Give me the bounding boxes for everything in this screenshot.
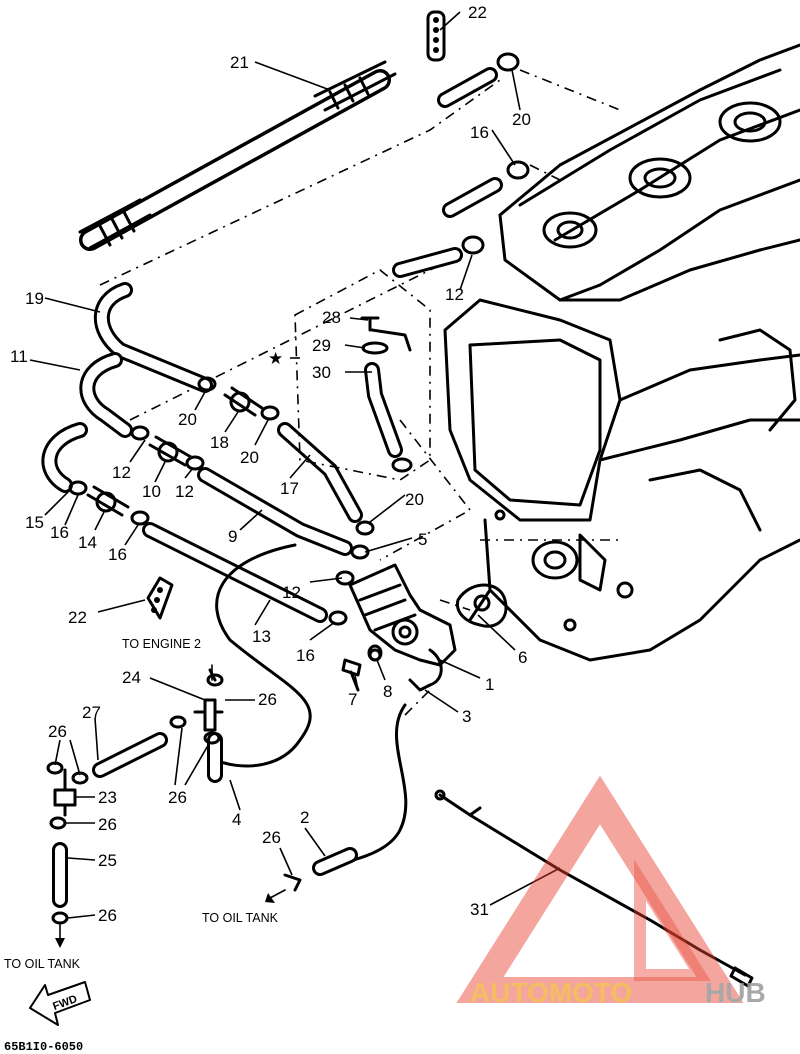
hose-15 <box>41 422 88 493</box>
part-label-26-c: 26 <box>98 815 117 834</box>
figure-code: 65B1I0-6050 <box>4 1040 83 1054</box>
pipe-27 <box>92 732 168 778</box>
connection-lines <box>99 69 621 716</box>
flow-arrows <box>55 664 286 948</box>
part-label-12-b: 12 <box>175 482 194 501</box>
part-label-8: 8 <box>383 682 392 701</box>
part-label-25: 25 <box>98 851 117 870</box>
part-label-28: 28 <box>322 308 341 327</box>
part-label-16-a: 16 <box>50 523 69 542</box>
part-label-26-b: 26 <box>48 722 67 741</box>
part-label-20-top: 20 <box>512 110 531 129</box>
part-label-16-c: 16 <box>296 646 315 665</box>
kit-box-28-30 <box>294 269 431 481</box>
caption-to-oil-tank-center: TO OIL TANK <box>202 911 279 925</box>
part-label-30: 30 <box>312 363 331 382</box>
clip-20-top <box>461 52 530 255</box>
part-label-20-b: 20 <box>240 448 259 467</box>
hose-19 <box>93 282 213 393</box>
part-label-9: 9 <box>228 527 237 546</box>
part-label-21: 21 <box>230 53 249 72</box>
hose-11 <box>79 352 133 438</box>
part-label-16-b: 16 <box>108 545 127 564</box>
short-tubes-top <box>392 67 503 278</box>
watermark: AUTOMOTO HUB <box>456 775 766 1008</box>
part-label-20-a: 20 <box>178 410 197 429</box>
caption-to-engine-2: TO ENGINE 2 <box>122 637 201 651</box>
cable-31 <box>434 789 754 988</box>
part-label-20-c: 20 <box>405 490 424 509</box>
part-label-26-e: 26 <box>168 788 187 807</box>
hose-13 <box>142 522 328 623</box>
part-label-6: 6 <box>518 648 527 667</box>
check-valve-10 <box>148 435 193 467</box>
joint-23 <box>53 768 77 817</box>
part-labels: 22 21 20 16 12 28 29 30 ★ 19 11 20 18 20… <box>10 3 531 925</box>
part-label-16-top: 16 <box>470 123 489 142</box>
part-label-12-a: 12 <box>112 463 131 482</box>
oil-pump-1 <box>348 563 457 687</box>
part-label-15: 15 <box>25 513 44 532</box>
caption-to-oil-tank-left: TO OIL TANK <box>4 957 81 971</box>
part-label-22-lower: 22 <box>68 608 87 627</box>
part-label-26-d: 26 <box>98 906 117 925</box>
part-label-31: 31 <box>470 900 489 919</box>
part-label-14: 14 <box>78 533 97 552</box>
watermark-logo-icon <box>456 775 744 1003</box>
check-valve-14 <box>86 485 130 517</box>
fwd-arrow-icon: FWD <box>29 981 91 1026</box>
clip-3 <box>408 678 432 692</box>
part-label-3: 3 <box>462 707 471 726</box>
part-label-12-c: 12 <box>282 583 301 602</box>
hose-clamp-22-top <box>426 10 446 62</box>
small-clips <box>68 376 375 626</box>
washer-8 <box>367 644 383 662</box>
engine-block-outline <box>443 43 800 662</box>
long-pipe-21 <box>78 60 397 251</box>
part-label-7: 7 <box>348 690 357 709</box>
watermark-text-part2: HUB <box>705 977 766 1008</box>
part-label-13: 13 <box>252 627 271 646</box>
part-label-1: 1 <box>485 675 494 694</box>
part-label-26-a: 26 <box>258 690 277 709</box>
part-label-22-top: 22 <box>468 3 487 22</box>
part-label-24: 24 <box>122 668 141 687</box>
hose-4 <box>207 543 312 783</box>
part-label-18: 18 <box>210 433 229 452</box>
part-label-29: 29 <box>312 336 331 355</box>
part-label-5: 5 <box>418 530 427 549</box>
gasket-6 <box>455 583 508 628</box>
hose-9 <box>197 467 353 556</box>
hose-clamp-22-lower <box>146 576 174 620</box>
watermark-text-part1: AUTOMOTO <box>470 977 632 1008</box>
kit-star-mark: ★ <box>268 349 283 368</box>
part-label-17: 17 <box>280 479 299 498</box>
part-label-11: 11 <box>10 347 28 366</box>
check-valve-18 <box>223 386 264 417</box>
hose-2 <box>312 703 408 876</box>
part-label-10: 10 <box>142 482 161 501</box>
part-label-27: 27 <box>82 703 101 722</box>
part-label-19: 19 <box>25 289 44 308</box>
part-label-12-top: 12 <box>445 285 464 304</box>
part-label-23: 23 <box>98 788 117 807</box>
part-label-4: 4 <box>232 810 241 829</box>
leader-lines <box>29 11 561 919</box>
part-label-26-f: 26 <box>262 828 281 847</box>
part-label-2: 2 <box>300 808 309 827</box>
